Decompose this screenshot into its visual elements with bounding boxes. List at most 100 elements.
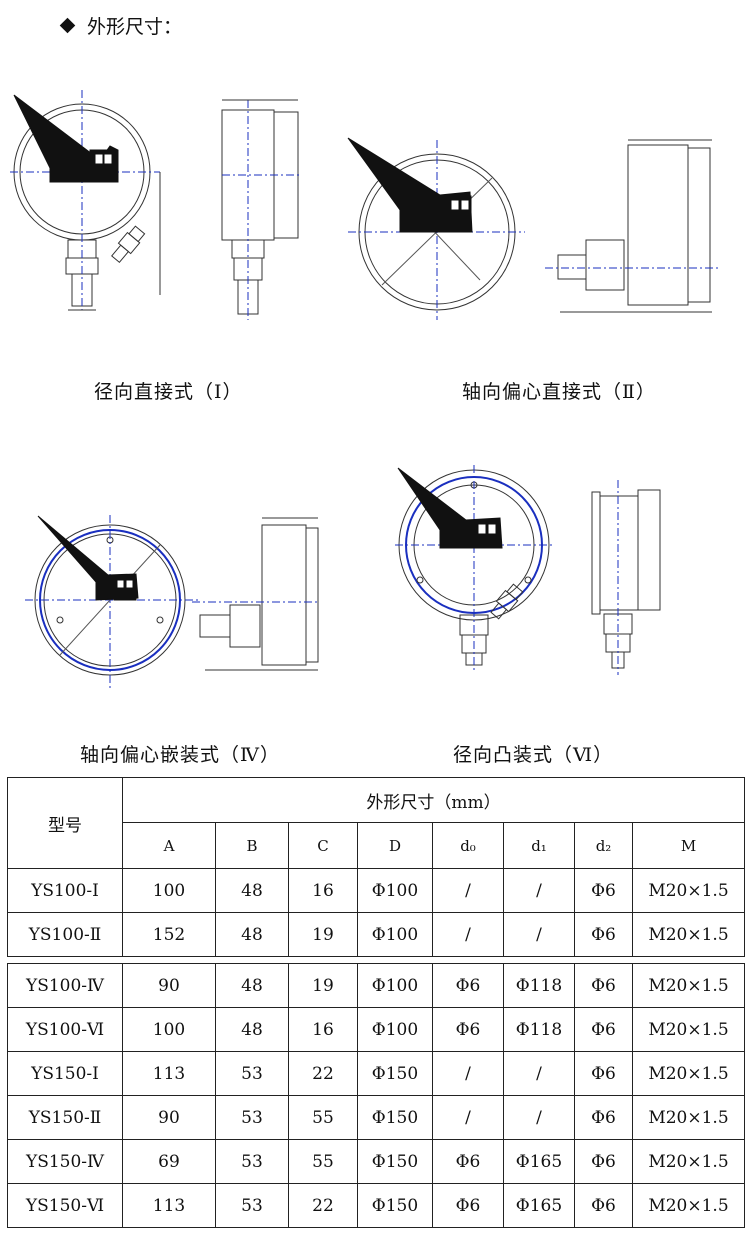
table-cell: Φ6	[574, 1051, 633, 1096]
table-cell: 69	[122, 1139, 216, 1184]
table-cell: Φ100	[357, 963, 433, 1008]
table-cell: 100	[122, 1007, 216, 1052]
table-cell: /	[432, 1095, 504, 1140]
table-cell: 113	[122, 1183, 216, 1228]
table-cell: 55	[288, 1095, 358, 1140]
table-cell: 19	[288, 912, 358, 957]
table-cell: M20×1.5	[632, 1095, 745, 1140]
model-cell: YS150-Ⅰ	[7, 1051, 123, 1096]
table-cell: 55	[288, 1139, 358, 1184]
table-cell: 90	[122, 1095, 216, 1140]
table-cell: Φ6	[432, 963, 504, 1008]
caption-radial-flange: 径向凸装式（Ⅵ）	[453, 744, 614, 766]
table-cell: /	[432, 868, 504, 913]
model-header: 型号	[7, 777, 123, 869]
table-cell: Φ165	[503, 1183, 575, 1228]
drawing-axial-flush	[25, 515, 320, 690]
column-header: A	[122, 822, 216, 869]
table-cell: Φ118	[503, 963, 575, 1008]
table-cell: 90	[122, 963, 216, 1008]
table-cell: Φ118	[503, 1007, 575, 1052]
table-cell: Φ6	[574, 868, 633, 913]
caption-axial-flush: 轴向偏心嵌装式（Ⅳ）	[80, 744, 280, 766]
table-cell: 53	[215, 1183, 289, 1228]
model-cell: YS150-Ⅳ	[7, 1139, 123, 1184]
table-cell: 53	[215, 1139, 289, 1184]
table-cell: 16	[288, 1007, 358, 1052]
model-cell: YS100-Ⅳ	[7, 963, 123, 1008]
dims-header: 外形尺寸（mm）	[122, 777, 745, 823]
table-cell: Φ6	[574, 1139, 633, 1184]
table-cell: Φ6	[574, 1007, 633, 1052]
dimension-drawings	[10, 90, 720, 690]
table-cell: Φ150	[357, 1183, 433, 1228]
column-header: d₁	[503, 822, 575, 869]
caption-axial-direct: 轴向偏心直接式（Ⅱ）	[462, 381, 656, 403]
table-cell: Φ6	[574, 1183, 633, 1228]
model-cell: YS100-Ⅰ	[7, 868, 123, 913]
column-header: D	[357, 822, 433, 869]
table-cell: Φ150	[357, 1139, 433, 1184]
table-cell: Φ150	[357, 1051, 433, 1096]
model-cell: YS150-Ⅵ	[7, 1183, 123, 1228]
table-gap	[7, 956, 745, 964]
table-gap-cell	[7, 956, 745, 964]
section-title: 外形尺寸：	[87, 16, 183, 38]
column-header-row: A B C D d₀ d₁ d₂ M	[8, 822, 745, 869]
table-cell: Φ100	[357, 868, 433, 913]
table-cell: 19	[288, 963, 358, 1008]
model-cell: YS100-Ⅵ	[7, 1007, 123, 1052]
caption-radial-direct: 径向直接式（Ⅰ）	[94, 381, 243, 403]
table-cell: /	[432, 912, 504, 957]
table-cell: /	[503, 1051, 575, 1096]
table-cell: /	[503, 1095, 575, 1140]
model-cell: YS100-Ⅱ	[7, 912, 123, 957]
column-header: d₂	[574, 822, 633, 869]
column-header: C	[288, 822, 358, 869]
table-cell: 22	[288, 1183, 358, 1228]
table-cell: 100	[122, 868, 216, 913]
table-cell: 16	[288, 868, 358, 913]
model-cell: YS150-Ⅱ	[7, 1095, 123, 1140]
table-cell: 48	[215, 912, 289, 957]
table-cell: M20×1.5	[632, 1007, 745, 1052]
table-cell: Φ6	[432, 1183, 504, 1228]
table-cell: Φ100	[357, 912, 433, 957]
column-header: B	[215, 822, 289, 869]
section-heading: 外形尺寸：	[59, 12, 183, 39]
table-cell: 48	[215, 868, 289, 913]
drawing-radial-flange	[395, 465, 661, 675]
table-cell: 113	[122, 1051, 216, 1096]
table-cell: Φ6	[574, 963, 633, 1008]
table-cell: Φ6	[432, 1007, 504, 1052]
table-cell: M20×1.5	[632, 963, 745, 1008]
column-header: M	[632, 822, 745, 869]
table-cell: 53	[215, 1095, 289, 1140]
column-header: d₀	[432, 822, 504, 869]
table-cell: Φ150	[357, 1095, 433, 1140]
table-cell: 22	[288, 1051, 358, 1096]
table-cell: Φ165	[503, 1139, 575, 1184]
table-cell: M20×1.5	[632, 1183, 745, 1228]
table-cell: M20×1.5	[632, 868, 745, 913]
table-cell: /	[432, 1051, 504, 1096]
table-cell: M20×1.5	[632, 1051, 745, 1096]
table-cell: Φ6	[574, 1095, 633, 1140]
table-cell: /	[503, 912, 575, 957]
drawing-radial-direct	[10, 90, 300, 320]
table-cell: 48	[215, 963, 289, 1008]
table-cell: 53	[215, 1051, 289, 1096]
table-cell: Φ100	[357, 1007, 433, 1052]
table-cell: /	[503, 868, 575, 913]
table-cell: Φ6	[432, 1139, 504, 1184]
table-cell: M20×1.5	[632, 1139, 745, 1184]
